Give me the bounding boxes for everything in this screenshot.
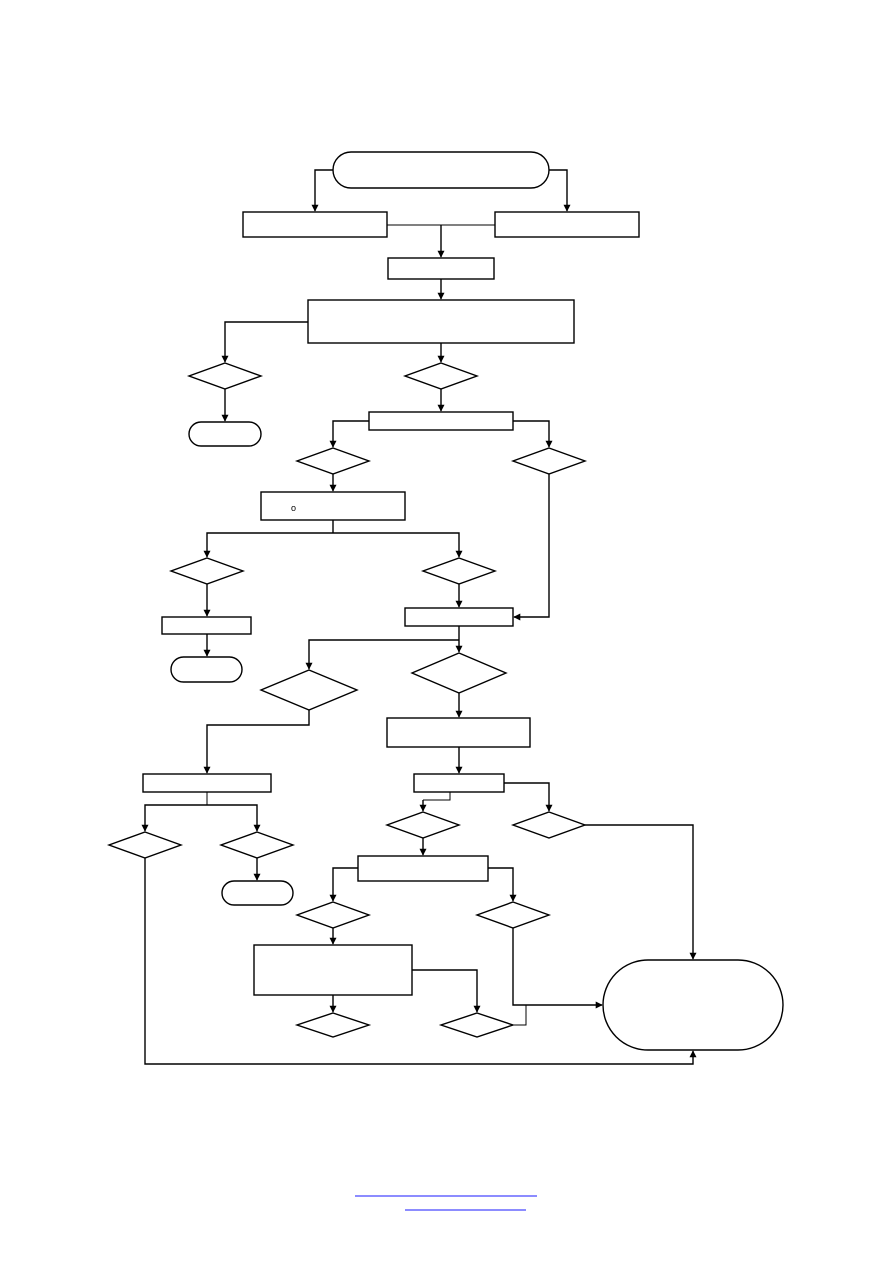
decision-diamond-left-6a bbox=[106, 831, 184, 859]
edge-branch-left bbox=[329, 420, 369, 448]
edges bbox=[141, 169, 697, 1065]
decision-diamond-left-6b bbox=[218, 831, 296, 859]
process-box-left-3 bbox=[161, 616, 252, 635]
decision-diamond-center-4 bbox=[410, 652, 508, 694]
edge-dc7b-terminal bbox=[512, 928, 603, 1009]
edge-start-right bbox=[549, 169, 571, 212]
decision-diamond-bottom-b bbox=[438, 1012, 516, 1038]
process-box-center-8 bbox=[253, 944, 413, 996]
process-box-join bbox=[404, 607, 514, 627]
start-terminal bbox=[332, 151, 550, 189]
end-terminal-left-2 bbox=[170, 656, 243, 683]
process-box-center-5 bbox=[386, 717, 531, 748]
edge-c6-right bbox=[504, 782, 553, 812]
edge-note-right bbox=[333, 532, 463, 558]
process-box-right bbox=[494, 211, 640, 238]
decision-diamond-left-3 bbox=[168, 557, 246, 585]
process-box-merge bbox=[387, 257, 495, 280]
process-box-center-6 bbox=[413, 773, 505, 793]
decision-diamond-center-3 bbox=[420, 557, 498, 585]
decision-diamond-left-4 bbox=[259, 669, 359, 711]
edge-branch-right bbox=[513, 420, 553, 448]
process-box-note bbox=[260, 491, 406, 521]
edge-box8-right bbox=[412, 969, 481, 1013]
edge-note-left bbox=[203, 532, 333, 558]
edge-dr2-join bbox=[513, 474, 550, 621]
decision-diamond-bottom-a bbox=[294, 1012, 372, 1038]
edge-join-left bbox=[305, 639, 459, 670]
edge-dr6-terminal bbox=[585, 824, 697, 960]
process-box-center-7 bbox=[357, 855, 489, 882]
decision-diamond-center-6 bbox=[384, 811, 462, 839]
edge-start-left bbox=[311, 169, 333, 212]
end-terminal-left-1 bbox=[188, 421, 262, 447]
degree-mark: o bbox=[291, 503, 296, 513]
decision-diamond-center-1 bbox=[402, 362, 480, 390]
edge-left5-left bbox=[141, 804, 207, 832]
end-terminal-left-3 bbox=[221, 880, 294, 906]
nodes: o bbox=[106, 151, 784, 1051]
decision-diamond-center-7a bbox=[294, 901, 372, 929]
decision-diamond-left-2 bbox=[294, 447, 372, 475]
process-box-branch bbox=[368, 411, 514, 431]
process-box-left bbox=[242, 211, 388, 238]
decision-diamond-right-2 bbox=[510, 447, 588, 475]
footer-links bbox=[355, 1195, 537, 1211]
edge-wide-left bbox=[221, 321, 308, 363]
edge-dbb-merge bbox=[513, 1005, 527, 1026]
decision-diamond-left-1 bbox=[186, 362, 264, 390]
process-box-left-5 bbox=[142, 773, 272, 793]
edge-box7-right bbox=[488, 867, 517, 902]
decision-diamond-center-7b bbox=[474, 901, 552, 929]
decision-diamond-right-6 bbox=[510, 811, 588, 839]
edge-c6-stem bbox=[423, 792, 451, 801]
process-box-wide bbox=[307, 299, 575, 344]
edge-dl4-box bbox=[203, 710, 310, 774]
end-terminal-large bbox=[602, 959, 784, 1051]
edge-dl6a-return bbox=[144, 858, 697, 1065]
edge-left5-right bbox=[207, 804, 261, 832]
edge-box7-left bbox=[329, 867, 358, 902]
